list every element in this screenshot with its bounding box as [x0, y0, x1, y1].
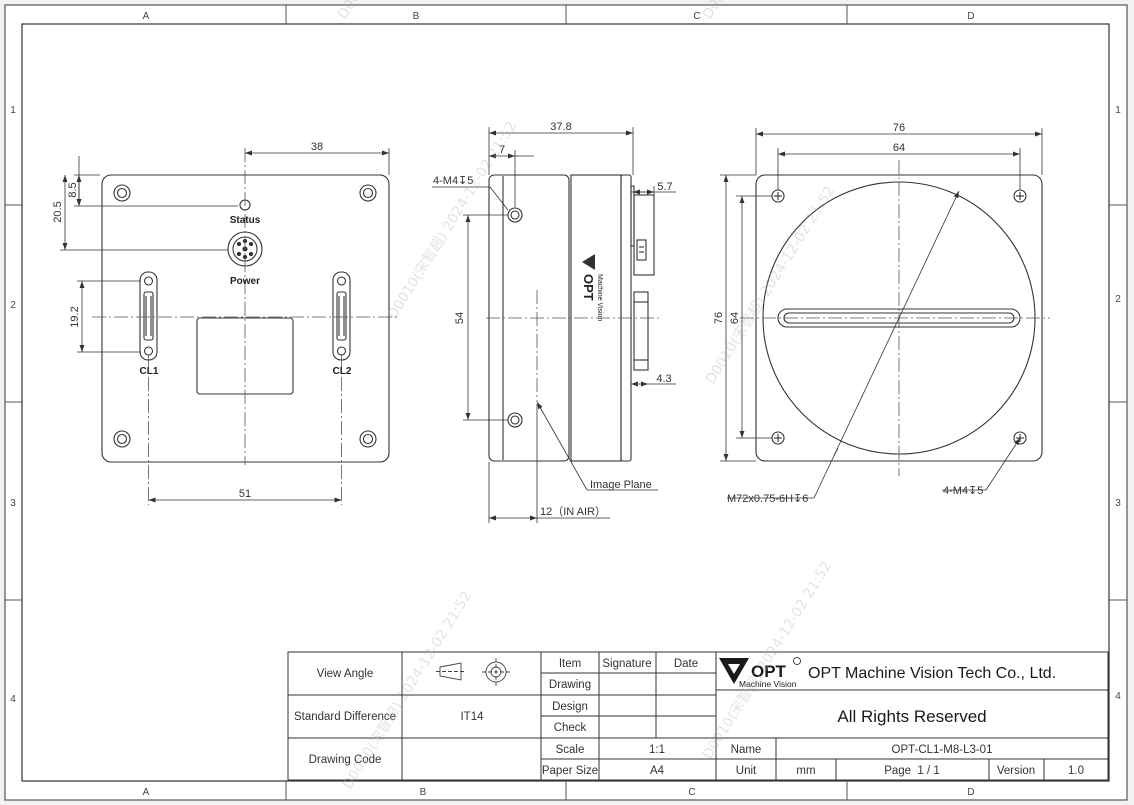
dim-7: 7	[499, 144, 505, 156]
zone-col-top-c: C	[693, 11, 700, 22]
all-rights-reserved: All Rights Reserved	[837, 707, 986, 726]
signature-header: Signature	[602, 658, 651, 670]
paper-size-label: Paper Size	[542, 765, 598, 777]
date-header: Date	[674, 658, 698, 670]
power-label: Power	[230, 276, 260, 287]
company-logo: OPT Machine Vision	[719, 657, 801, 689]
standard-difference-value: IT14	[460, 711, 484, 723]
dim-76-width: 76	[893, 122, 905, 134]
version-value: 1.0	[1068, 765, 1084, 777]
dim-51: 51	[239, 488, 251, 500]
company-logo-text: OPT	[751, 662, 787, 681]
version-label: Version	[997, 765, 1035, 777]
name-label: Name	[731, 744, 762, 756]
mount-thread-callout: M72x0.75-6H↧6	[727, 493, 808, 505]
zone-row-right-2: 2	[1115, 294, 1121, 305]
side-hole-callout: 4-M4↧5	[433, 175, 473, 187]
zone-col-top-b: B	[413, 11, 420, 22]
dim-8-5: 8.5	[67, 182, 79, 197]
check-row-label: Check	[554, 722, 587, 734]
side-view-centerlines	[486, 290, 660, 402]
company-logo-sub: Machine Vision	[739, 679, 797, 689]
zone-col-bottom-a: A	[143, 787, 150, 798]
design-row-label: Design	[552, 701, 588, 713]
zone-row-right-3: 3	[1115, 498, 1121, 509]
front-hole-callout: 4-M4↧5	[943, 485, 983, 497]
side-view-logo: OPT Machine Vision	[581, 254, 603, 321]
unit-label: Unit	[736, 765, 757, 777]
image-plane-label: Image Plane	[590, 479, 652, 491]
view-angle-label: View Angle	[317, 668, 374, 680]
cl1-connector	[139, 271, 158, 361]
zone-col-top-d: D	[967, 11, 974, 22]
paper-size-value: A4	[650, 765, 665, 777]
dim-37-8: 37.8	[550, 121, 571, 133]
title-block	[287, 651, 1109, 781]
zone-col-bottom-c: C	[688, 787, 695, 798]
dim-38: 38	[311, 141, 323, 153]
zone-row-left-4: 4	[10, 694, 16, 705]
item-header: Item	[559, 658, 581, 670]
dim-20-5: 20.5	[52, 201, 64, 222]
back-view-body	[101, 174, 390, 463]
zone-col-top-a: A	[143, 11, 150, 22]
page-indicator: Page 1 / 1	[884, 765, 940, 777]
front-view-body	[755, 174, 1043, 462]
status-label: Status	[230, 215, 261, 226]
dim-5-7: 5.7	[657, 181, 672, 193]
standard-difference-label: Standard Difference	[294, 711, 396, 723]
zone-row-left-3: 3	[10, 498, 16, 509]
drawing-row-label: Drawing	[549, 679, 591, 691]
side-cl-connector	[633, 291, 649, 371]
zone-row-right-1: 1	[1115, 105, 1121, 116]
dim-76-height: 76	[713, 312, 725, 324]
company-name: OPT Machine Vision Tech Co., Ltd.	[808, 665, 1056, 682]
dim-64-width: 64	[893, 142, 905, 154]
name-value: OPT-CL1-M8-L3-01	[892, 744, 993, 756]
side-power-connector	[633, 194, 655, 276]
cl2-label: CL2	[333, 366, 352, 377]
side-logo-text: OPT	[581, 274, 596, 301]
back-view-centerlines	[92, 148, 398, 505]
dim-12-in-air: 12（IN AIR）	[540, 505, 606, 518]
third-angle-projection-icon	[436, 658, 510, 686]
back-corner-screws	[113, 184, 377, 448]
dim-54: 54	[454, 312, 466, 324]
cl1-label: CL1	[140, 366, 159, 377]
dim-4-3: 4.3	[656, 373, 671, 385]
zone-col-bottom-d: D	[967, 787, 974, 798]
zone-row-left-1: 1	[10, 105, 16, 116]
zone-col-bottom-b: B	[420, 787, 427, 798]
side-logo-sub: Machine Vision	[596, 274, 603, 321]
zone-row-right-4: 4	[1115, 691, 1121, 702]
zone-row-left-2: 2	[10, 300, 16, 311]
drawing-code-label: Drawing Code	[309, 754, 382, 766]
scale-label: Scale	[556, 744, 585, 756]
side-view-dimensions	[432, 127, 676, 523]
back-view-dimensions	[60, 148, 390, 503]
front-view-dimensions	[720, 128, 1043, 499]
dim-19-2: 19.2	[69, 306, 81, 327]
unit-value: mm	[796, 765, 815, 777]
scale-value: 1:1	[649, 744, 665, 756]
dim-64-height: 64	[729, 312, 741, 324]
